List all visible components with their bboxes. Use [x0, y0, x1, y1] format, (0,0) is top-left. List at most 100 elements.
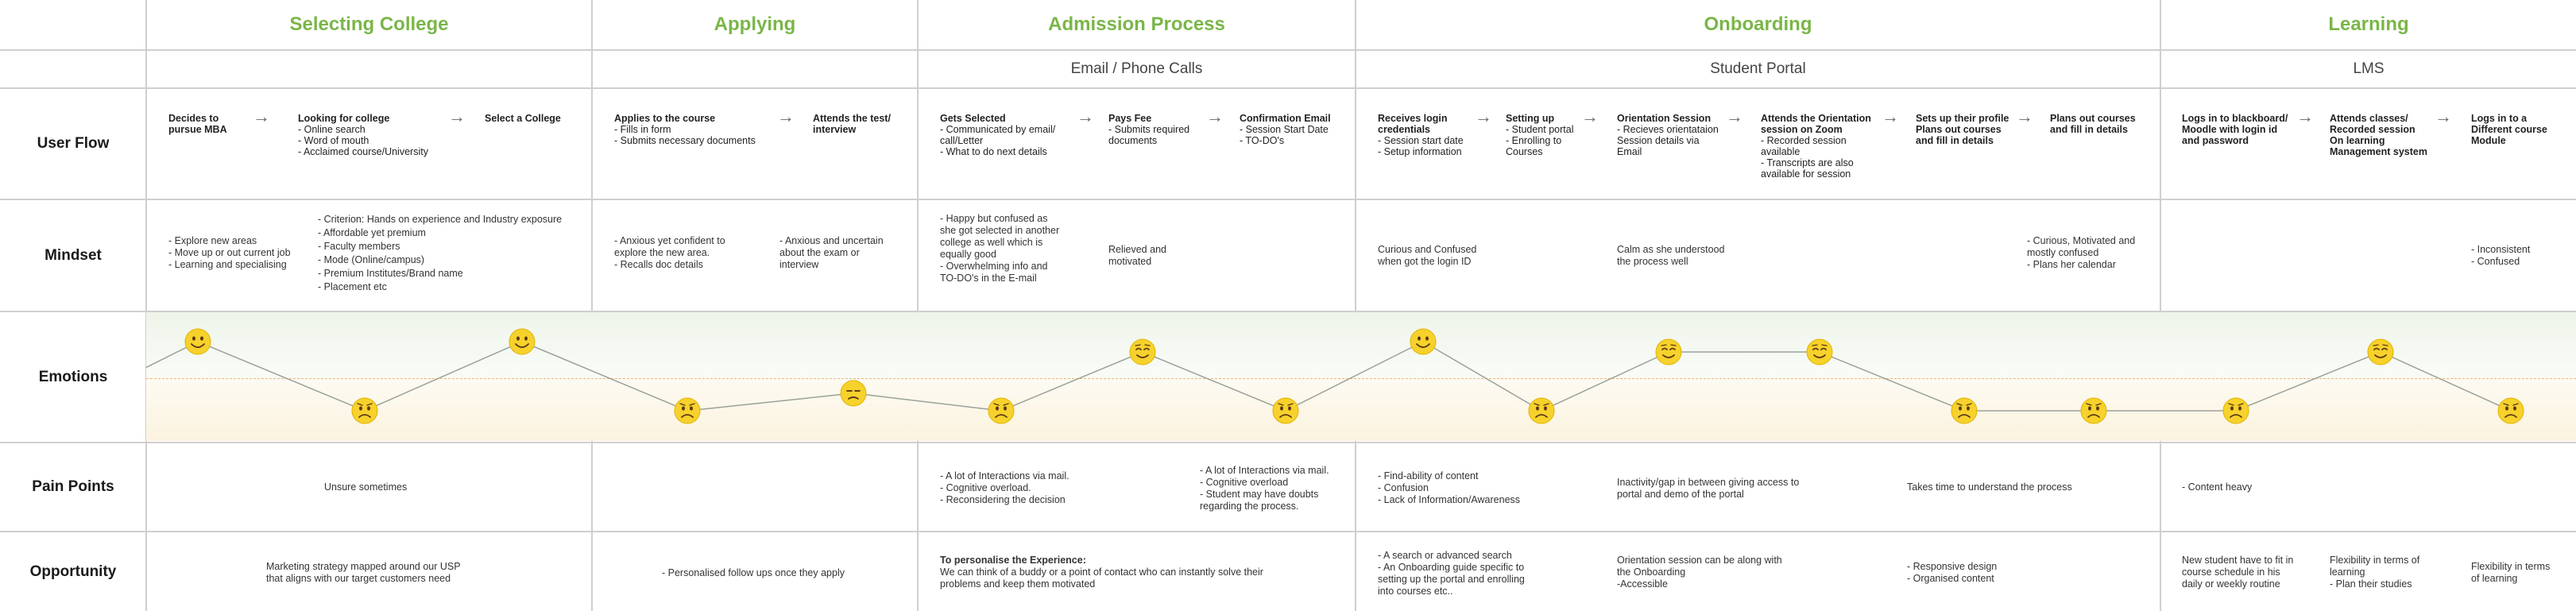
sad-face-icon [2080, 397, 2107, 424]
flow-step-title: Attends classes/ Recorded session On lea… [2330, 113, 2427, 157]
row-label-emotions: Emotions [38, 368, 108, 385]
content-face-icon [1129, 338, 1156, 365]
happy-face-icon [1410, 328, 1437, 355]
pain-point-note: - Content heavy [2182, 481, 2253, 493]
arrow-right-icon: → [1475, 106, 1492, 126]
pain-point-note: - Find-ability of content - Confusion - … [1378, 470, 1521, 505]
mindset-note: - Anxious and uncertain about the exam o… [779, 235, 884, 270]
emotions-band [146, 312, 2576, 441]
opportunity-note: Flexibility in terms of learning - Plan … [2330, 555, 2420, 590]
flow-step: Attends the Orientation session on Zoom-… [1761, 113, 1871, 180]
flow-step: Receives login credentials- Session star… [1378, 113, 1464, 157]
flow-step-title: Setting up [1506, 113, 1555, 124]
arrow-right-icon: → [1726, 106, 1743, 126]
flow-step-title: Sets up their profile Plans out courses … [1916, 113, 2009, 146]
grid-divider [145, 0, 147, 611]
opportunity-body: We can think of a buddy or a point of co… [940, 567, 1263, 590]
flow-step-title: Gets Selected [940, 113, 1006, 124]
flow-step: Pays Fee- Submits required documents [1108, 113, 1189, 146]
sad-face-icon [988, 397, 1015, 424]
flow-step-detail: - Recorded session available - Transcrip… [1761, 135, 1854, 180]
grid-divider [0, 49, 2576, 51]
grid-divider [0, 531, 2576, 532]
grid-divider [1355, 0, 1356, 611]
flow-step: Logs in to a Different course Module [2471, 113, 2547, 146]
phase-header-admission-process: Admission Process [1048, 14, 1225, 35]
flow-step: Gets Selected- Communicated by email/ ca… [940, 113, 1055, 157]
flow-step-detail: - Recieves orientataion Session details … [1617, 124, 1719, 157]
flow-step-detail: - Student portal - Enrolling to Courses [1506, 124, 1574, 157]
opportunity-note: Orientation session can be along with th… [1617, 555, 1782, 590]
grid-divider [591, 0, 593, 611]
mindset-note: - Inconsistent - Confused [2471, 244, 2531, 267]
happy-face-icon [184, 328, 211, 355]
pain-point-note: - A lot of Interactions via mail. - Cogn… [1200, 465, 1329, 512]
flow-step-title: Looking for college [298, 113, 390, 124]
sad-face-icon [2497, 397, 2524, 424]
opportunity-title: To personalise the Experience: [940, 555, 1086, 566]
arrow-right-icon: → [777, 106, 795, 126]
sad-face-icon [1951, 397, 1978, 424]
flow-step: Orientation Session- Recieves orientatai… [1617, 113, 1719, 157]
flow-step-title: Attends the test/ interview [813, 113, 891, 135]
flow-step-detail: - Online search - Word of mouth - Acclai… [298, 124, 428, 157]
channel-student-portal: Student Portal [1710, 60, 1806, 77]
flow-step-title: Select a College [485, 113, 561, 124]
content-face-icon [2367, 338, 2394, 365]
flow-step-title: Receives login credentials [1378, 113, 1448, 135]
row-label-opportunity: Opportunity [29, 563, 117, 580]
mindset-note: - Anxious yet confident to explore the n… [614, 235, 725, 270]
flow-step: Select a College [485, 113, 561, 124]
flow-step-detail: - Fills in form - Submits necessary docu… [614, 124, 756, 146]
annoyed-face-icon [840, 380, 867, 407]
flow-step-title: Logs in to a Different course Module [2471, 113, 2547, 146]
flow-step-title: Orientation Session [1617, 113, 1712, 124]
arrow-right-icon: → [2435, 106, 2452, 126]
flow-step: Logs in to blackboard/ Moodle with login… [2182, 113, 2288, 146]
flow-step-title: Plans out courses and fill in details [2050, 113, 2136, 135]
flow-step-title: Attends the Orientation session on Zoom [1761, 113, 1871, 135]
grid-divider [917, 0, 919, 611]
opportunity-note: - A search or advanced search - An Onboa… [1378, 550, 1525, 597]
pain-point-note: - A lot of Interactions via mail. - Cogn… [940, 470, 1069, 505]
arrow-right-icon: → [253, 106, 270, 126]
arrow-right-icon: → [1206, 106, 1224, 126]
mindset-note: - Happy but confused as she got selected… [940, 213, 1060, 284]
flow-step-detail: - Communicated by email/ call/Letter - W… [940, 124, 1056, 157]
flow-step-detail: - Session Start Date - TO-DO's [1240, 124, 1329, 146]
sad-face-icon [1528, 397, 1555, 424]
flow-step: Plans out courses and fill in details [2050, 113, 2136, 135]
grid-divider [0, 311, 2576, 312]
phase-header-onboarding: Onboarding [1704, 14, 1812, 35]
grid-divider [2160, 0, 2161, 611]
sad-face-icon [674, 397, 701, 424]
phase-header-selecting-college: Selecting College [289, 14, 449, 35]
neutral-baseline [146, 378, 2576, 379]
flow-step: Applies to the course- Fills in form - S… [614, 113, 756, 146]
flow-step-title: Pays Fee [1108, 113, 1152, 124]
mindset-note: Curious and Confused when got the login … [1378, 244, 1477, 267]
opportunity-note: Flexibility in terms of learning [2471, 561, 2551, 584]
grid-divider [0, 442, 2576, 443]
grid-divider [0, 87, 2576, 89]
row-label-user-flow: User Flow [37, 135, 110, 152]
mindset-note: - Explore new areas - Move up or out cur… [168, 235, 291, 270]
content-face-icon [1806, 338, 1833, 365]
happy-face-icon [509, 328, 536, 355]
arrow-right-icon: → [448, 106, 466, 126]
phase-header-applying: Applying [714, 14, 796, 35]
row-label-mindset: Mindset [44, 246, 102, 264]
flow-step: Attends the test/ interview [813, 113, 891, 135]
row-label-pain-points: Pain Points [32, 478, 114, 495]
flow-step-detail: - Submits required documents [1108, 124, 1190, 146]
flow-step-title: Confirmation Email [1240, 113, 1331, 124]
pain-point-note: Inactivity/gap in between giving access … [1617, 477, 1800, 500]
pain-point-note: Unsure sometimes [324, 481, 408, 493]
arrow-right-icon: → [1581, 106, 1599, 126]
opportunity-note: - Responsive design - Organised content [1907, 561, 1998, 584]
channel-email-phone: Email / Phone Calls [1070, 60, 1203, 77]
flow-step: Sets up their profile Plans out courses … [1916, 113, 2009, 146]
opportunity-note: - Personalised follow ups once they appl… [662, 567, 845, 578]
mindset-note: Relieved and motivated [1108, 244, 1166, 267]
